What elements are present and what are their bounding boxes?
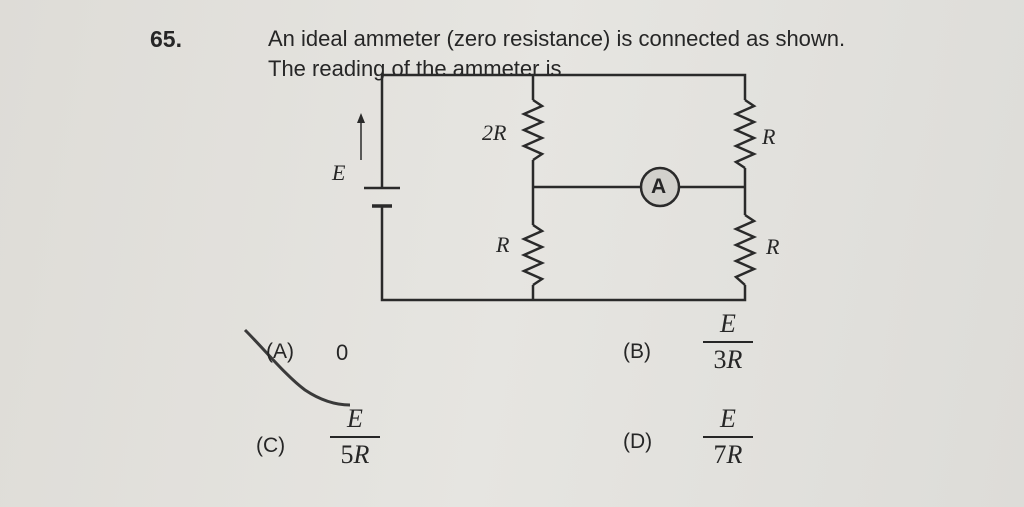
question-line-2: The reading of the ammeter is: [268, 56, 562, 81]
question-text: An ideal ammeter (zero resistance) is co…: [268, 24, 845, 84]
resistor-label-r-right-top: R: [762, 124, 776, 149]
resistor-label-r-right-bottom: R: [766, 234, 780, 259]
resistor-r-middle: [520, 223, 546, 287]
option-a-value: 0: [336, 340, 349, 365]
denominator-var: R: [726, 440, 743, 469]
fraction-bar: [703, 436, 753, 438]
fraction-bar: [330, 436, 380, 438]
ammeter-label: A: [651, 175, 667, 198]
numerator: E: [720, 404, 736, 433]
option-b-label[interactable]: (B): [623, 340, 651, 363]
denominator-coef: 3: [713, 345, 727, 374]
option-d-fraction: E 7R: [703, 405, 753, 469]
resistor-label-r-middle: R: [496, 232, 510, 257]
question-line-1: An ideal ammeter (zero resistance) is co…: [268, 26, 846, 51]
denominator: 7R: [714, 441, 743, 469]
pencil-mark: [243, 328, 351, 407]
option-c-label[interactable]: (C): [256, 434, 286, 457]
option-b-fraction: E 3R: [703, 310, 753, 374]
resistor-label-2r: 2R: [482, 120, 507, 145]
numerator: E: [720, 309, 736, 338]
resistor-r-right-bottom: [732, 213, 758, 286]
ammeter: [639, 166, 681, 208]
emf-label: E: [332, 160, 346, 185]
option-d-label[interactable]: (D): [623, 430, 653, 453]
wire-outer: [380, 73, 747, 180]
option-a-label[interactable]: (A): [266, 340, 294, 363]
denominator-var: R: [353, 440, 370, 469]
denominator-coef: 7: [713, 440, 727, 469]
denominator-coef: 5: [340, 440, 354, 469]
denominator-var: R: [726, 345, 743, 374]
resistor-r-right-top: [732, 98, 758, 170]
wire-bottom: [380, 212, 747, 302]
option-c-fraction: E 5R: [330, 405, 380, 469]
question-number: 65.: [150, 26, 182, 52]
denominator: 5R: [341, 441, 370, 469]
denominator: 3R: [714, 346, 743, 374]
resistor-2r: [520, 98, 546, 162]
fraction-bar: [703, 341, 753, 343]
numerator: E: [347, 404, 363, 433]
